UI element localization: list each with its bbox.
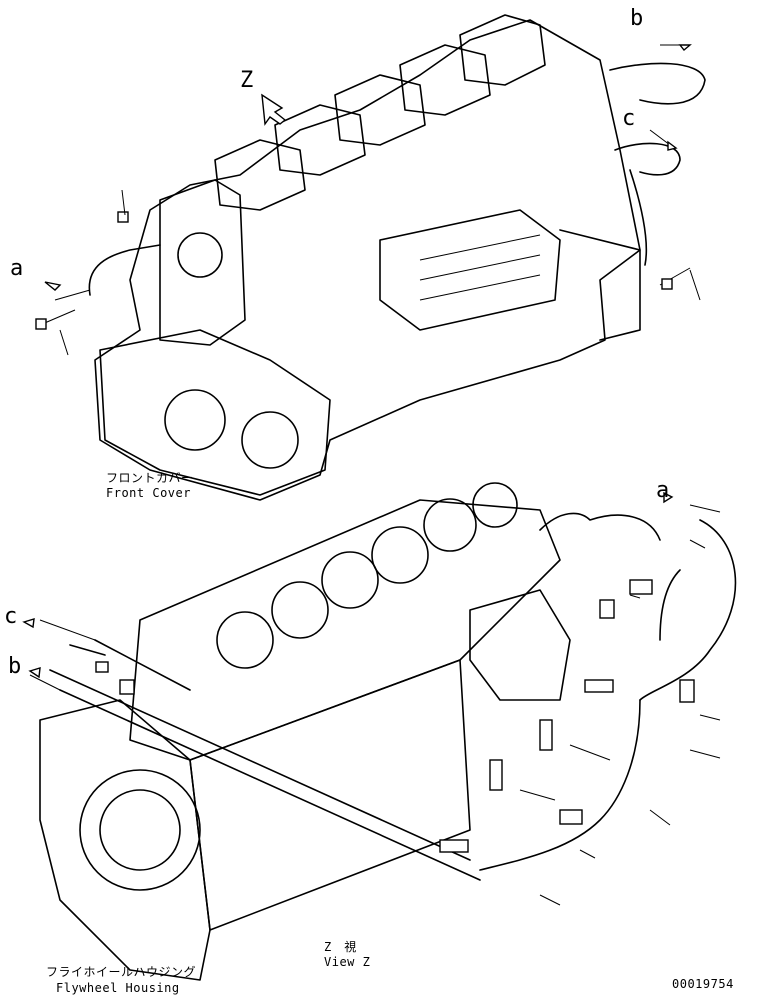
engine-top-view <box>35 14 706 501</box>
callout-a-top: a <box>10 256 24 281</box>
callout-arrows <box>22 44 692 679</box>
engine-view-z <box>29 482 737 981</box>
callout-b-bottom: b <box>8 654 22 679</box>
drawing-number: 00019754 <box>672 977 734 991</box>
callout-c-bottom: c <box>4 604 18 629</box>
callout-c-top: c <box>622 106 636 131</box>
view-z-label-jp: Z 視 <box>324 940 357 954</box>
view-z-callout-letter: Z <box>240 68 254 93</box>
front-cover-label-en: Front Cover <box>106 486 191 500</box>
flywheel-housing-label-jp: フライホイールハウジング <box>46 965 197 979</box>
callout-a-bottom: a <box>656 478 670 503</box>
callout-b-top: b <box>630 6 644 31</box>
view-z-label-en: View Z <box>324 955 371 969</box>
front-cover-label-jp: フロントカバー <box>106 471 194 485</box>
flywheel-housing-label-en: Flywheel Housing <box>56 981 180 995</box>
